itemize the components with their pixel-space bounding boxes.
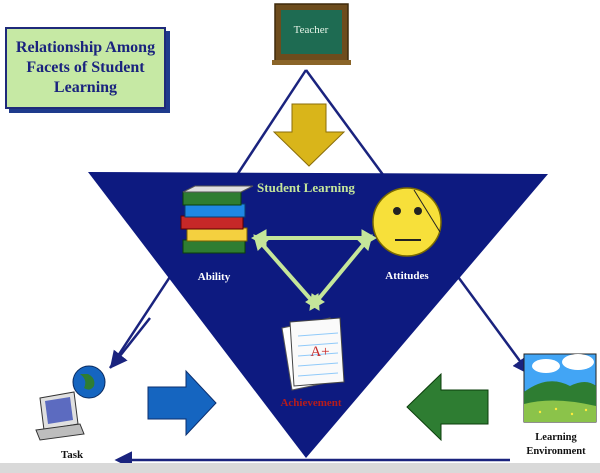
landscape-icon [523, 353, 597, 423]
grade-label: A+ [310, 344, 329, 360]
books-icon [180, 185, 254, 254]
teacher-arrow [272, 103, 346, 167]
achievement-label: Achievement [280, 397, 341, 409]
chalkboard-icon [272, 3, 351, 65]
center-title: Student Learning [257, 180, 355, 195]
inner-arrows [250, 229, 378, 311]
bottom-bar [0, 463, 600, 473]
learning-environment-label-1: Learning [535, 432, 577, 443]
paper-grade-icon [281, 317, 345, 391]
attitudes-label: Attitudes [385, 270, 429, 282]
title-box: Relationship Among Facets of Student Lea… [5, 27, 166, 109]
task-arrow [147, 369, 217, 437]
environment-arrow [406, 372, 489, 442]
task-label: Task [61, 449, 84, 461]
computer-globe-icon [35, 365, 106, 441]
ability-label: Ability [198, 271, 231, 283]
diagram-title: Relationship Among Facets of Student Lea… [15, 39, 156, 96]
learning-environment-label-2: Environment [526, 446, 586, 457]
outline-left-arrow [109, 317, 151, 369]
smiley-face-icon [372, 187, 442, 257]
teacher-label: Teacher [294, 24, 329, 36]
